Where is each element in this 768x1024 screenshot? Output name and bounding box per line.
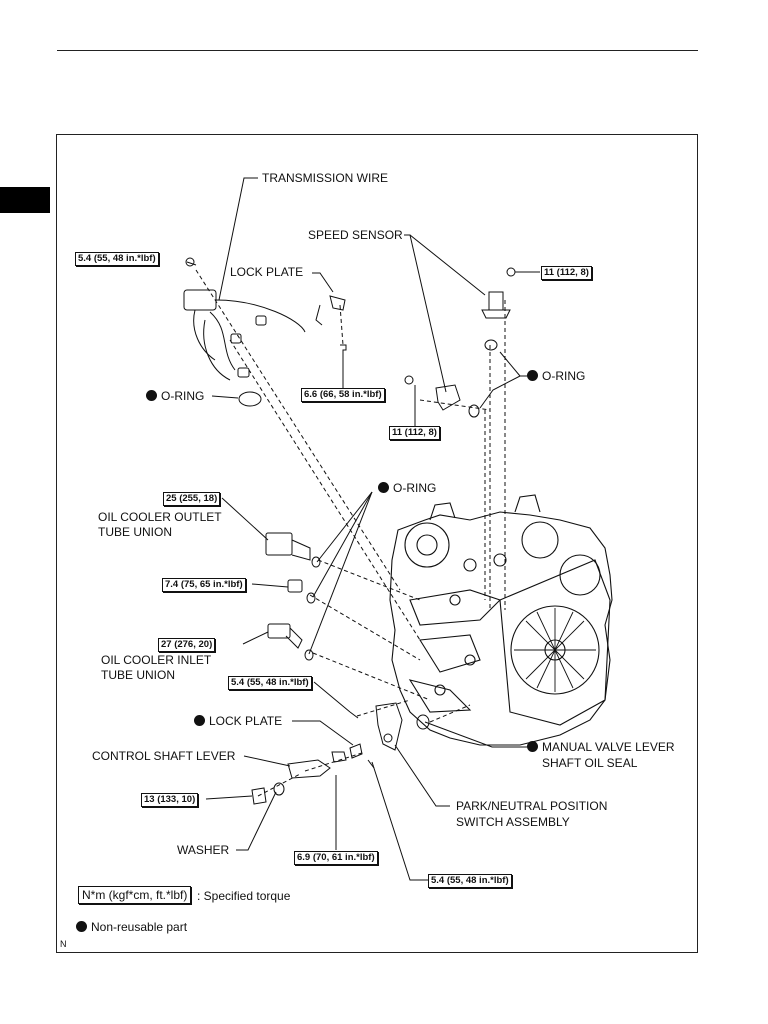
corner-letter: N <box>60 939 67 949</box>
speed-sensor-top-part <box>481 267 516 351</box>
leader-lines <box>186 177 540 881</box>
bolt-lower-part <box>349 711 359 719</box>
park-neutral-label-1: PARK/NEUTRAL POSITION <box>456 799 608 813</box>
o-ring-left-label: O-RING <box>146 389 204 404</box>
parts <box>183 257 516 805</box>
o-ring-mid-label: O-RING <box>378 481 436 496</box>
o-ring-mid-text: O-RING <box>393 481 437 495</box>
nonreusable-marker <box>76 921 87 932</box>
oil-cooler-inlet-part <box>267 623 314 661</box>
lock-plate-lower-part <box>349 743 363 759</box>
torque-box-speed-sensor-top: 11 (112, 8) <box>541 266 592 280</box>
washer-label: WASHER <box>177 843 230 857</box>
bolt-5-4-lower-part <box>367 759 375 769</box>
bolt-6-6-part <box>340 344 347 366</box>
torque-box-7-4: 7.4 (75, 65 in.*lbf) <box>162 578 246 592</box>
bolt-7-4-part <box>287 579 316 604</box>
section-tab-marker <box>0 187 50 213</box>
diagram-frame <box>56 134 698 953</box>
transmission-wire-part <box>183 257 306 381</box>
torque-box-inlet-union: 27 (276, 20) <box>158 638 216 652</box>
assembly-lines <box>195 269 506 797</box>
manual-valve-text: MANUAL VALVE LEVER <box>542 740 675 754</box>
transmission-wire-label: TRANSMISSION WIRE <box>262 171 389 185</box>
nonreusable-marker <box>527 741 538 752</box>
legend-torque-unit: N*m (kgf*cm, ft.*lbf) <box>78 886 192 904</box>
manual-valve-label-2: SHAFT OIL SEAL <box>542 756 638 770</box>
nut-6-9-part <box>331 751 347 763</box>
nonreusable-marker <box>146 390 157 401</box>
nonreusable-marker <box>194 715 205 726</box>
oil-cooler-outlet-label-1: OIL COOLER OUTLET <box>98 510 222 524</box>
speed-sensor-label: SPEED SENSOR <box>308 228 403 242</box>
lock-plate-lower-text: LOCK PLATE <box>209 714 283 728</box>
oil-cooler-inlet-label-1: OIL COOLER INLET <box>101 653 212 667</box>
torque-box-speed-sensor-lower: 11 (112, 8) <box>389 426 440 440</box>
washer-part <box>273 782 285 796</box>
torque-box-13: 13 (133, 10) <box>141 793 199 807</box>
lock-plate-lower-label: LOCK PLATE <box>194 714 282 729</box>
torque-box-lock-plate-bolt: 6.6 (66, 58 in.*lbf) <box>301 388 385 402</box>
park-neutral-switch-part <box>375 702 403 751</box>
lock-plate-top-part <box>315 295 346 326</box>
oil-cooler-outlet-part <box>265 532 321 568</box>
legend-nonreusable: Non-reusable part <box>76 920 187 935</box>
control-shaft-lever-part <box>287 759 331 779</box>
manual-valve-seal-part <box>416 714 430 730</box>
park-neutral-label-2: SWITCH ASSEMBLY <box>456 815 570 829</box>
legend-nonreusable-text: Non-reusable part <box>91 920 188 934</box>
lock-plate-top-label: LOCK PLATE <box>230 265 304 279</box>
nut-13-part <box>251 787 267 805</box>
torque-box-outlet-union: 25 (255, 18) <box>163 492 221 506</box>
oil-cooler-outlet-label-2: TUBE UNION <box>98 525 173 539</box>
speed-sensor-lower-part <box>404 375 480 418</box>
nonreusable-marker <box>527 370 538 381</box>
torque-box-6-9: 6.9 (70, 61 in.*lbf) <box>294 851 378 865</box>
torque-box-wire-bolt: 5.4 (55, 48 in.*lbf) <box>75 252 159 266</box>
torque-box-5-4-mid: 5.4 (55, 48 in.*lbf) <box>228 676 312 690</box>
o-ring-right-text: O-RING <box>542 369 586 383</box>
o-ring-right-label: O-RING <box>527 369 585 384</box>
nonreusable-marker <box>378 482 389 493</box>
transmission-case <box>389 494 613 746</box>
torque-box-5-4-lower: 5.4 (55, 48 in.*lbf) <box>428 874 512 888</box>
manual-valve-label-1: MANUAL VALVE LEVER <box>527 740 675 755</box>
o-ring-left-text: O-RING <box>161 389 205 403</box>
o-ring-left-part <box>238 391 262 407</box>
oil-cooler-inlet-label-2: TUBE UNION <box>101 668 176 682</box>
header-rule <box>57 50 698 51</box>
control-shaft-lever-label: CONTROL SHAFT LEVER <box>92 749 236 763</box>
legend-torque-desc: : Specified torque <box>197 889 291 903</box>
